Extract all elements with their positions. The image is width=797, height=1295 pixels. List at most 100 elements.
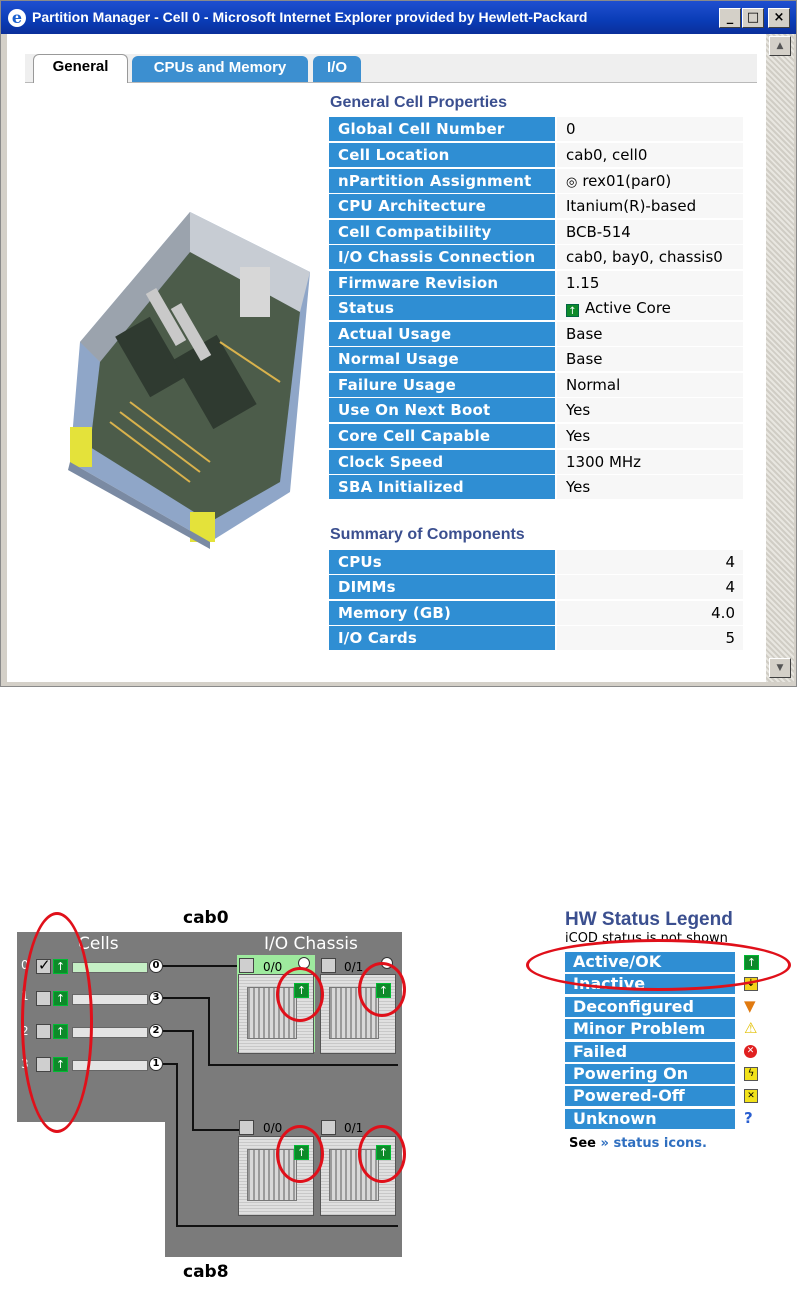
link-wire [192, 1129, 240, 1131]
link-wire [192, 1030, 194, 1130]
property-key: Clock Speed [329, 450, 555, 474]
deconfigured-icon: ▼ [744, 997, 756, 1015]
property-value: Base [557, 347, 743, 371]
property-value[interactable]: ◎ rex01(par0) [557, 169, 743, 193]
property-key: Status [329, 296, 555, 320]
window-title: Partition Manager - Cell 0 - Microsoft I… [32, 9, 588, 25]
general-properties-title: General Cell Properties [330, 94, 507, 111]
legend-row: Failed ✕ [565, 1042, 767, 1062]
chassis-checkbox[interactable] [239, 1120, 254, 1135]
tab-general[interactable]: General [33, 54, 128, 83]
chassis-label: 0/0 [263, 960, 283, 974]
property-key: SBA Initialized [329, 475, 555, 499]
property-row: CPU Architecture Itanium(R)-based [329, 194, 743, 218]
property-row: Core Cell Capable Yes [329, 424, 743, 448]
summary-title: Summary of Components [330, 526, 525, 543]
summary-key: DIMMs [329, 575, 555, 599]
link-wire [163, 965, 239, 967]
vertical-scrollbar[interactable]: ▲ ▼ [766, 34, 794, 682]
summary-value: 5 [557, 626, 743, 650]
title-bar[interactable]: e Partition Manager - Cell 0 - Microsoft… [1, 1, 796, 34]
link-wire [176, 1225, 398, 1227]
tab-cpus-and-memory[interactable]: CPUs and Memory [132, 56, 308, 82]
summary-value: 4 [557, 550, 743, 574]
property-value: Normal [557, 373, 743, 397]
property-key: Normal Usage [329, 347, 555, 371]
property-key: Failure Usage [329, 373, 555, 397]
property-row: nPartition Assignment ◎rex01(par0) [329, 169, 743, 193]
chassis-checkbox[interactable] [321, 958, 336, 973]
summary-key: Memory (GB) [329, 601, 555, 625]
legend-label: Powered-Off [565, 1086, 735, 1106]
close-button[interactable]: × [768, 8, 790, 28]
highlight-ring [526, 939, 791, 991]
link-wire [176, 1063, 178, 1226]
summary-key: I/O Cards [329, 626, 555, 650]
property-row: Cell Compatibility BCB-514 [329, 220, 743, 244]
chassis-checkbox[interactable] [321, 1120, 336, 1135]
link-wire [208, 997, 210, 1065]
legend-label: Powering On [565, 1064, 735, 1084]
io-chassis-title: I/O Chassis [264, 934, 358, 954]
browser-window: e Partition Manager - Cell 0 - Microsoft… [0, 0, 797, 687]
property-row: Clock Speed 1300 MHz [329, 450, 743, 474]
property-value: BCB-514 [557, 220, 743, 244]
scroll-up-button[interactable]: ▲ [769, 36, 791, 56]
failed-icon: ✕ [744, 1045, 757, 1058]
property-value: Yes [557, 424, 743, 448]
minor-problem-icon: ⚠ [744, 1019, 758, 1037]
property-value: ↑Active Core [557, 296, 743, 320]
cell-link-badge: 2 [149, 1024, 163, 1038]
npartition-icon: ◎ [566, 175, 578, 190]
property-value: cab0, cell0 [557, 143, 743, 167]
powered-off-icon: ✕ [744, 1089, 758, 1103]
legend-row: Powered-Off ✕ [565, 1086, 767, 1106]
property-value: cab0, bay0, chassis0 [557, 245, 743, 269]
property-row: Failure Usage Normal [329, 373, 743, 397]
cells-title: Cells [78, 934, 119, 954]
status-text: Active Core [585, 299, 671, 317]
cell-link-badge: 0 [149, 959, 163, 973]
summary-value: 4 [557, 575, 743, 599]
property-key: Actual Usage [329, 322, 555, 346]
npartition-link[interactable]: rex01(par0) [582, 172, 672, 190]
property-row: Cell Location cab0, cell0 [329, 143, 743, 167]
property-value: 1300 MHz [557, 450, 743, 474]
internet-explorer-icon: e [8, 9, 26, 27]
link-wire [163, 997, 209, 999]
legend-row: Minor Problem ⚠ [565, 1019, 767, 1039]
property-row: Global Cell Number 0 [329, 117, 743, 141]
property-value: Itanium(R)-based [557, 194, 743, 218]
property-key: Cell Compatibility [329, 220, 555, 244]
maximize-button[interactable]: □ [742, 8, 764, 28]
property-key: CPU Architecture [329, 194, 555, 218]
property-row: Use On Next Boot Yes [329, 398, 743, 422]
property-key: Firmware Revision [329, 271, 555, 295]
summary-row: DIMMs 4 [329, 575, 743, 599]
page-content: General CPUs and Memory I/O [7, 34, 766, 682]
property-value: 0 [557, 117, 743, 141]
legend-label: Deconfigured [565, 997, 735, 1017]
property-value: 1.15 [557, 271, 743, 295]
property-value: Base [557, 322, 743, 346]
summary-row: CPUs 4 [329, 550, 743, 574]
highlight-ring [358, 1125, 406, 1183]
property-key: Core Cell Capable [329, 424, 555, 448]
cab8-label: cab8 [183, 1262, 229, 1282]
legend-title: HW Status Legend [565, 909, 733, 930]
chassis-label: 0/1 [344, 1121, 364, 1135]
minimize-button[interactable]: _ [719, 8, 741, 28]
legend-row: Unknown ? [565, 1109, 767, 1129]
property-row: Firmware Revision 1.15 [329, 271, 743, 295]
highlight-ring [276, 967, 324, 1022]
property-key: I/O Chassis Connection [329, 245, 555, 269]
chassis-checkbox[interactable] [239, 958, 254, 973]
summary-row: Memory (GB) 4.0 [329, 601, 743, 625]
property-key: Use On Next Boot [329, 398, 555, 422]
status-icons-link[interactable]: » status icons. [600, 1136, 707, 1151]
tab-io[interactable]: I/O [313, 56, 361, 82]
see-status-icons: See » status icons. [569, 1136, 707, 1151]
scroll-down-button[interactable]: ▼ [769, 658, 791, 678]
legend-row: Deconfigured ▼ [565, 997, 767, 1017]
cell-link-badge: 1 [149, 1057, 163, 1071]
